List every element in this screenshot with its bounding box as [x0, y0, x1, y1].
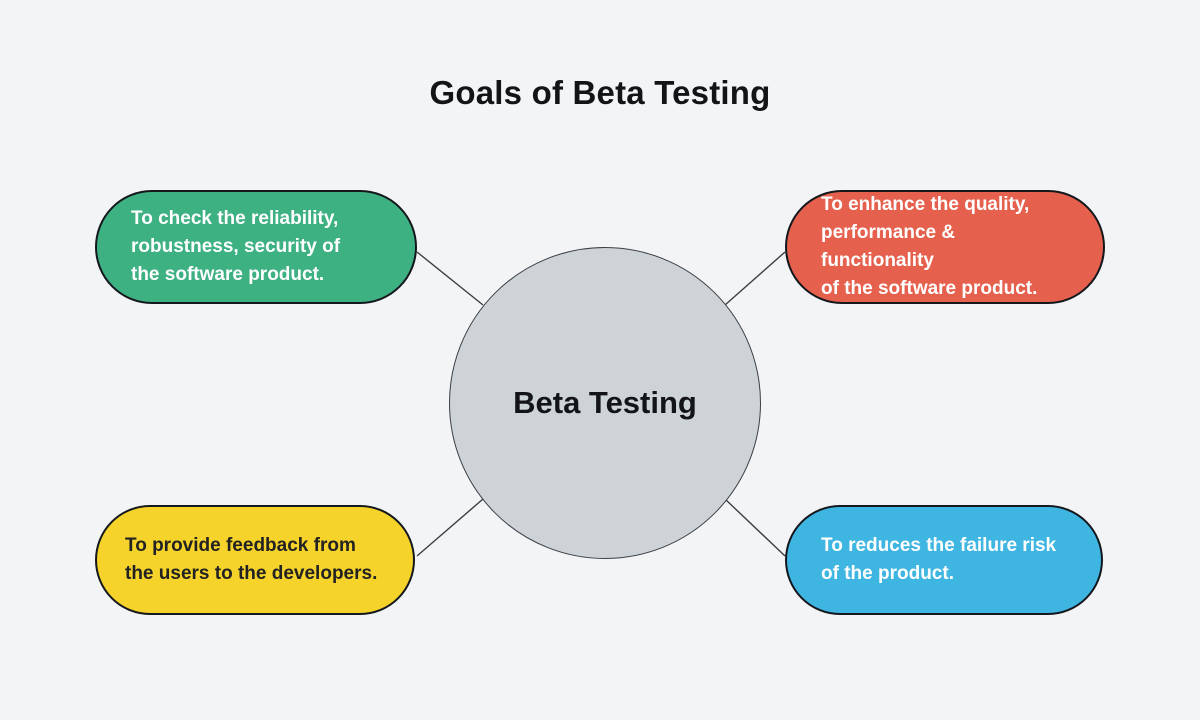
node-provide-feedback-label: To provide feedback from the users to th… — [125, 535, 378, 584]
node-check-reliability: To check the reliability, robustness, se… — [95, 190, 417, 304]
node-provide-feedback: To provide feedback from the users to th… — [95, 505, 415, 615]
connector-bottom-right — [724, 498, 786, 557]
node-reduce-failure-risk-label: To reduces the failure risk of the produ… — [821, 535, 1057, 584]
page-title: Goals of Beta Testing — [429, 74, 771, 111]
node-enhance-quality-label: To enhance the quality, performance & fu… — [821, 194, 1038, 299]
center-node-label: Beta Testing — [513, 385, 697, 420]
center-node-beta-testing: Beta Testing — [449, 247, 761, 559]
node-enhance-quality: To enhance the quality, performance & fu… — [785, 190, 1105, 304]
connector-top-left — [416, 251, 484, 306]
node-check-reliability-label: To check the reliability, robustness, se… — [131, 208, 341, 285]
connector-bottom-left — [416, 498, 484, 557]
connector-top-right — [724, 251, 786, 306]
node-reduce-failure-risk: To reduces the failure risk of the produ… — [785, 505, 1103, 615]
